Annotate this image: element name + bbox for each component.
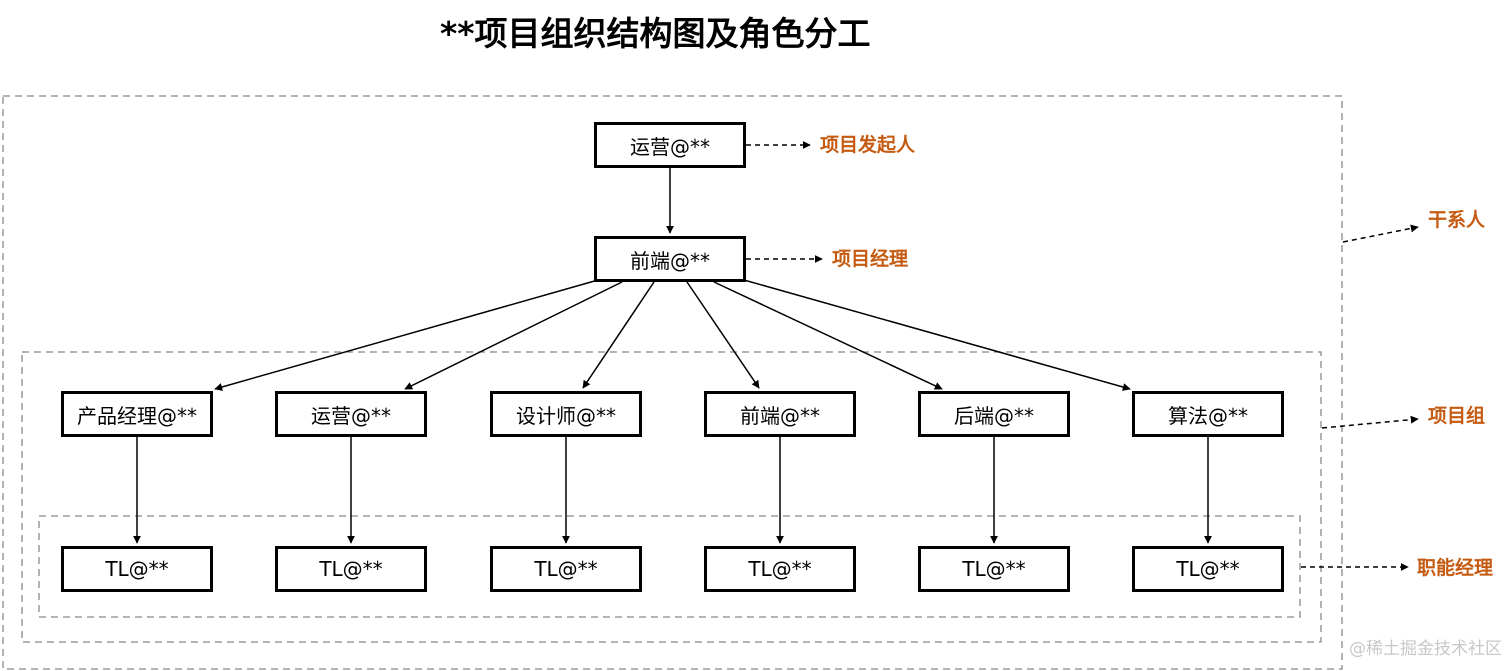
arrow-manager-to-designer: [582, 281, 655, 389]
lead-node-product: TL@**: [61, 546, 213, 592]
functional-boundary: [38, 515, 1301, 618]
team-node-frontend: 前端@**: [704, 391, 856, 437]
lead-node-ops: TL@**: [275, 546, 427, 592]
label-stakeholders: 干系人: [1428, 209, 1486, 231]
arrow-manager-to-frontend: [686, 281, 760, 389]
team-node-ops: 运营@**: [275, 391, 427, 437]
arrow-manager-to-backend: [713, 281, 943, 390]
lead-node-designer: TL@**: [490, 546, 642, 592]
watermark: @稀土掘金技术社区: [1349, 639, 1502, 659]
arrow-manager-to-algorithm: [743, 279, 1131, 391]
label-functional: 职能经理: [1417, 557, 1494, 579]
sponsor-node: 运营@**: [594, 122, 746, 168]
label-manager: 项目经理: [832, 248, 909, 270]
label-team: 项目组: [1428, 405, 1486, 427]
label-sponsor: 项目发起人: [820, 134, 916, 156]
diagram-title: **项目组织结构图及角色分工: [440, 14, 871, 53]
team-node-algorithm: 算法@**: [1132, 391, 1284, 437]
lead-node-algorithm: TL@**: [1132, 546, 1284, 592]
team-node-product: 产品经理@**: [61, 391, 213, 437]
manager-node: 前端@**: [594, 236, 746, 282]
stakeholders-boundary: [2, 95, 1343, 670]
arrow-manager-to-product: [214, 279, 599, 391]
pointer-team-label: [1321, 415, 1419, 429]
team-node-backend: 后端@**: [918, 391, 1070, 437]
pointer-stakeholders-label: [1342, 224, 1419, 243]
lead-node-frontend: TL@**: [704, 546, 856, 592]
lead-node-backend: TL@**: [918, 546, 1070, 592]
team-node-designer: 设计师@**: [490, 391, 642, 437]
team-boundary: [21, 351, 1322, 643]
arrow-manager-to-ops: [404, 281, 623, 390]
